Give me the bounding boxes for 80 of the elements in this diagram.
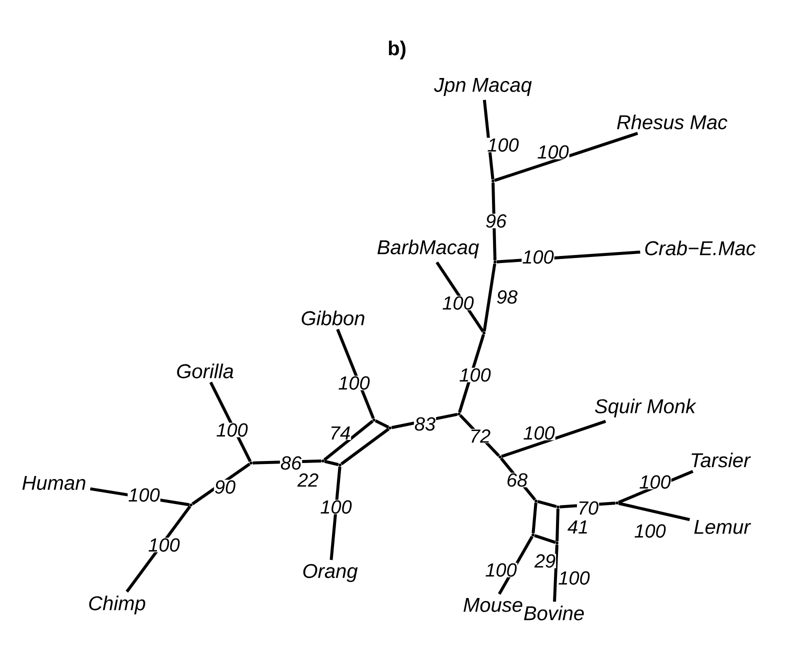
branch-line xyxy=(330,466,342,560)
branch-junction xyxy=(190,504,192,506)
bootstrap-value: 90 xyxy=(214,480,236,494)
branch-junction xyxy=(616,502,618,504)
branch-line xyxy=(534,534,556,544)
branch-junction xyxy=(498,456,502,458)
bootstrap-value: 100 xyxy=(558,570,590,586)
bootstrap-value: 100 xyxy=(320,500,352,514)
bootstrap-value: 74 xyxy=(328,426,352,440)
taxon-label: Lemur xyxy=(694,520,752,534)
branch-line xyxy=(532,502,538,534)
taxon-label: Bovine xyxy=(524,606,584,620)
panel-title: b) xyxy=(388,40,406,60)
branch-line xyxy=(391,412,458,430)
bootstrap-value: 83 xyxy=(414,416,436,432)
bootstrap-value: 98 xyxy=(496,290,518,304)
branch-line xyxy=(500,457,536,501)
bootstrap-value: 72 xyxy=(468,428,492,444)
bootstrap-value: 22 xyxy=(296,472,320,488)
bootstrap-value: 100 xyxy=(216,422,248,438)
branch-junction xyxy=(556,542,558,544)
bootstrap-value: 100 xyxy=(458,368,492,382)
branch-junction xyxy=(388,426,392,430)
branch-line xyxy=(340,428,390,466)
branch-junction xyxy=(532,534,534,536)
branch-line xyxy=(618,502,690,522)
bootstrap-value: 70 xyxy=(576,500,600,516)
bootstrap-value: 100 xyxy=(634,524,666,538)
branch-line xyxy=(501,420,606,458)
branch-line xyxy=(324,460,339,466)
taxon-label: BarbMacaq xyxy=(377,240,479,258)
branch-line xyxy=(482,263,496,332)
branch-junction xyxy=(250,462,252,464)
bootstrap-value: 100 xyxy=(484,562,518,578)
branch-junction xyxy=(494,260,496,264)
taxon-label: Chimp xyxy=(89,596,146,614)
branch-line xyxy=(323,420,374,462)
bootstrap-value: 29 xyxy=(534,554,556,568)
taxon-label: Orang xyxy=(303,564,358,582)
branch-line xyxy=(560,502,616,508)
branch-junction xyxy=(372,418,376,422)
branch-line xyxy=(192,462,250,506)
branch-line xyxy=(374,419,390,429)
bootstrap-value: 68 xyxy=(506,472,528,488)
branch-line xyxy=(209,382,252,462)
bootstrap-value: 100 xyxy=(128,488,160,502)
taxon-label: Squir Monk xyxy=(595,398,696,418)
branch-line xyxy=(553,544,558,602)
branch-junction xyxy=(534,500,538,502)
taxon-label: Gibbon xyxy=(302,310,364,326)
taxon-label: Jpn Macaq xyxy=(434,78,532,96)
bootstrap-value: 100 xyxy=(522,250,554,264)
bootstrap-value: 100 xyxy=(522,426,556,440)
taxon-label: Mouse xyxy=(464,598,522,612)
bootstrap-value: 100 xyxy=(638,474,672,490)
branch-line xyxy=(537,500,557,508)
bootstrap-value: 100 xyxy=(486,138,520,152)
branch-junction xyxy=(492,180,494,182)
taxon-label: Human xyxy=(22,476,86,490)
bootstrap-value: 100 xyxy=(442,296,474,310)
branch-line xyxy=(126,505,192,593)
bootstrap-value: 100 xyxy=(536,144,570,160)
branch-junction xyxy=(556,506,560,508)
taxon-label: Rhesus Mac xyxy=(617,114,728,130)
bootstrap-value: 100 xyxy=(338,376,370,390)
bootstrap-value: 41 xyxy=(566,520,590,534)
branch-junction xyxy=(338,464,342,466)
branch-line xyxy=(494,132,638,182)
bootstrap-value: 100 xyxy=(148,538,180,552)
branch-junction xyxy=(458,412,460,416)
branch-line xyxy=(459,414,500,457)
branch-junction xyxy=(482,332,486,334)
branch-line xyxy=(492,182,496,260)
taxon-label: Gorilla xyxy=(177,364,234,378)
branch-line xyxy=(556,508,560,542)
taxon-label: Tarsier xyxy=(692,452,751,468)
bootstrap-value: 96 xyxy=(484,214,508,228)
branch-junction xyxy=(322,460,324,462)
taxon-label: Crab−E.Mac xyxy=(645,240,756,256)
bootstrap-value: 86 xyxy=(280,456,302,470)
